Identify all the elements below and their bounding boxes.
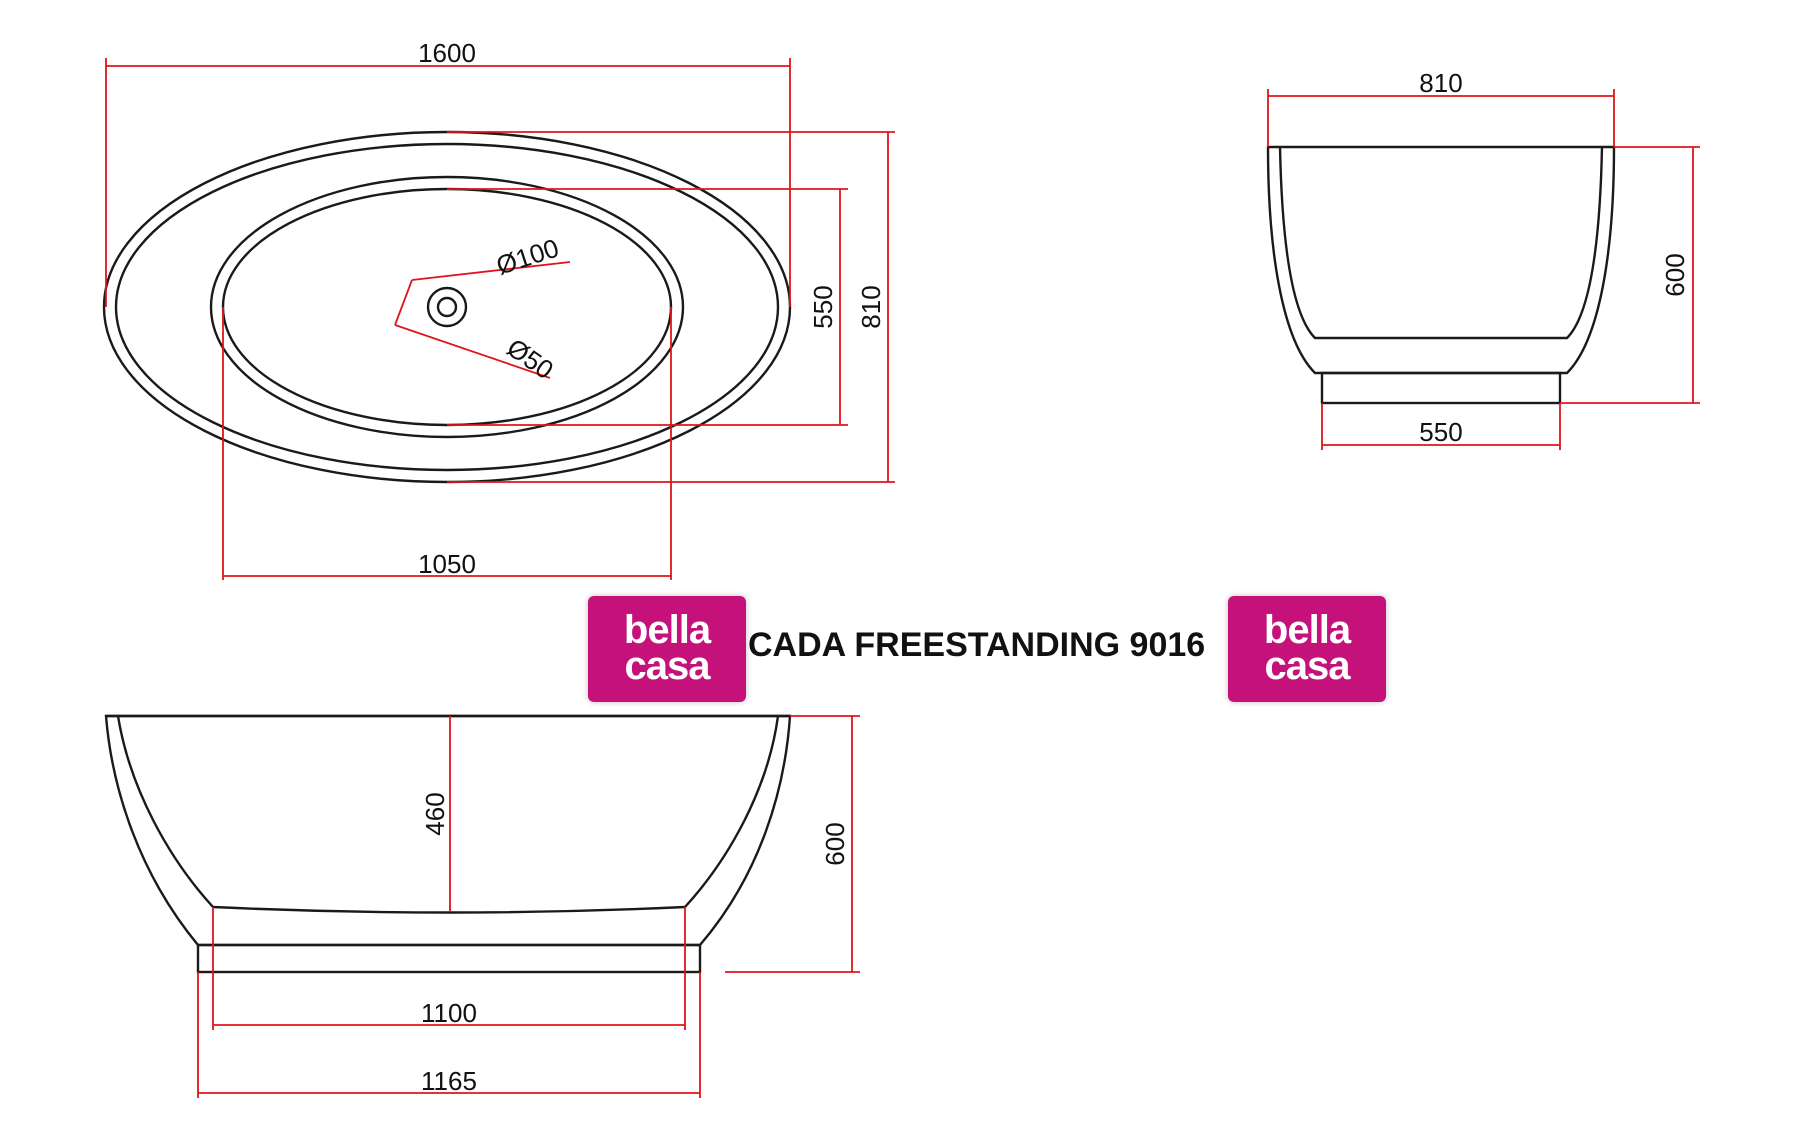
side-view-inner-shell: [116, 715, 780, 914]
end-dim-label-600: 600: [1660, 253, 1690, 296]
side-dim-label-600: 600: [820, 822, 850, 865]
dim-label-drain-50: Ø50: [502, 332, 559, 385]
dim-label-1600: 1600: [418, 38, 476, 68]
side-view-base: [196, 943, 702, 974]
leader-drain-100-end: [394, 279, 413, 326]
side-dim-label-1165: 1165: [421, 1066, 477, 1096]
bella-casa-logo-left: bella casa: [588, 596, 746, 702]
bella-casa-logo-right: bella casa: [1228, 596, 1386, 702]
top-view: 1600 810 550 1050 Ø100 Ø50: [102, 38, 895, 580]
dim-label-810: 810: [856, 285, 886, 328]
side-view: 460 600 1100 1165: [104, 714, 860, 1098]
drain-outer-circle: [426, 286, 468, 328]
end-dim-label-810: 810: [1419, 68, 1462, 98]
end-view: 810 600 550: [1266, 68, 1700, 450]
end-view-outer-shell: [1266, 145, 1616, 375]
end-view-base: [1320, 371, 1562, 405]
leader-drain-100: [411, 261, 571, 281]
basin-inner-edge: [221, 187, 673, 427]
side-dim-label-460: 460: [420, 792, 450, 835]
end-dim-label-550: 550: [1419, 417, 1462, 447]
logo-word-bella: bella: [1263, 608, 1351, 652]
tub-outer-rim: [102, 130, 792, 484]
drain-inner-circle: [436, 296, 458, 318]
tub-inner-rim: [114, 142, 780, 472]
dim-label-550: 550: [808, 285, 838, 328]
logo-word-casa: casa: [624, 644, 711, 688]
basin-outer-edge: [209, 175, 685, 439]
dim-label-1050: 1050: [418, 549, 476, 579]
logo-word-bella: bella: [623, 608, 711, 652]
leader-drain-50: [394, 324, 551, 379]
side-dim-label-1100: 1100: [421, 998, 477, 1028]
product-title: CADA FREESTANDING 9016: [748, 626, 1206, 664]
end-view-inner-shell: [1278, 146, 1604, 340]
dim-label-drain-100: Ø100: [493, 233, 563, 281]
logo-word-casa: casa: [1264, 644, 1351, 688]
